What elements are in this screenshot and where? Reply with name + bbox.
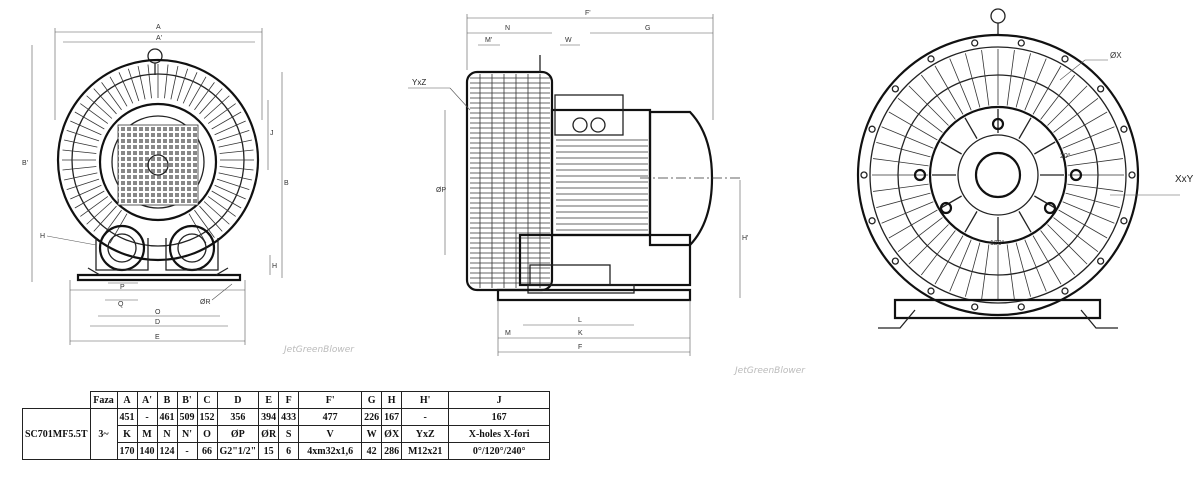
dim-Q: Q: [118, 301, 124, 308]
dim-G: G: [645, 25, 650, 32]
dim-A-prime: A': [156, 35, 162, 42]
front-fins: [62, 64, 254, 244]
side-fins: [470, 74, 550, 288]
model-name: SC701MF5.5T: [22, 408, 91, 460]
dim-H: H: [272, 263, 277, 270]
dim-N: N: [505, 25, 510, 32]
dim-J: J: [270, 130, 274, 137]
dim-B-prime: B': [22, 160, 28, 167]
callout-YxZ: YxZ: [412, 78, 426, 87]
angle-120: 120°: [990, 239, 1005, 247]
dim-H-prime: H': [742, 235, 748, 242]
dim-O: O: [155, 309, 161, 316]
dim-H-label: H: [40, 233, 45, 240]
watermark-2: JetGreenBlower: [733, 366, 806, 376]
watermark-1: JetGreenBlower: [282, 345, 355, 355]
motor-fins: [556, 139, 648, 231]
table-row-values1: SC701MF5.5T 3~ 451 - 461 509 152 356 394…: [22, 408, 551, 460]
phase-header: Faza: [89, 391, 118, 409]
dim-OR: ØR: [200, 299, 211, 306]
side-view: F' N M' W G ØP H' L K F: [408, 10, 748, 356]
angle-20: 20°: [1060, 152, 1071, 160]
table-row-header2: K M N N' O ØP ØR S V W ØX YxZ X-holes X-…: [23, 425, 551, 443]
dim-K: K: [578, 330, 583, 337]
dim-A: A: [156, 24, 161, 31]
dim-D: D: [155, 319, 160, 326]
dim-P: P: [120, 284, 125, 291]
rear-spokes: [872, 49, 1124, 301]
dim-B: B: [284, 180, 289, 187]
dim-L: L: [578, 317, 582, 324]
dim-OP: ØP: [436, 187, 446, 194]
dim-M: M: [505, 330, 511, 337]
dim-E: E: [155, 334, 160, 341]
table-row-header1: Faza A A' B B' C D E F F' G H H' J: [23, 391, 551, 409]
spec-table: Faza A A' B B' C D E F F' G H H' J SC701…: [22, 391, 551, 460]
table-row-values2: 170 140 124 - 66 G2"1/2" 15 6 4xm32x1,6 …: [23, 442, 551, 460]
dim-F: F: [578, 344, 582, 351]
dim-F-prime: F': [585, 10, 591, 17]
front-view: A A' B' B J H: [22, 24, 289, 345]
dim-W: W: [565, 37, 572, 44]
phase-value: 3~: [89, 408, 118, 460]
rear-view: ØX 20° 120° XxY: [856, 8, 1194, 329]
rear-bolt-holes: [860, 39, 1136, 311]
dim-OX: ØX: [1110, 51, 1122, 60]
callout-XxY: XxY: [1175, 174, 1194, 185]
dim-M-prime: M': [485, 37, 492, 44]
